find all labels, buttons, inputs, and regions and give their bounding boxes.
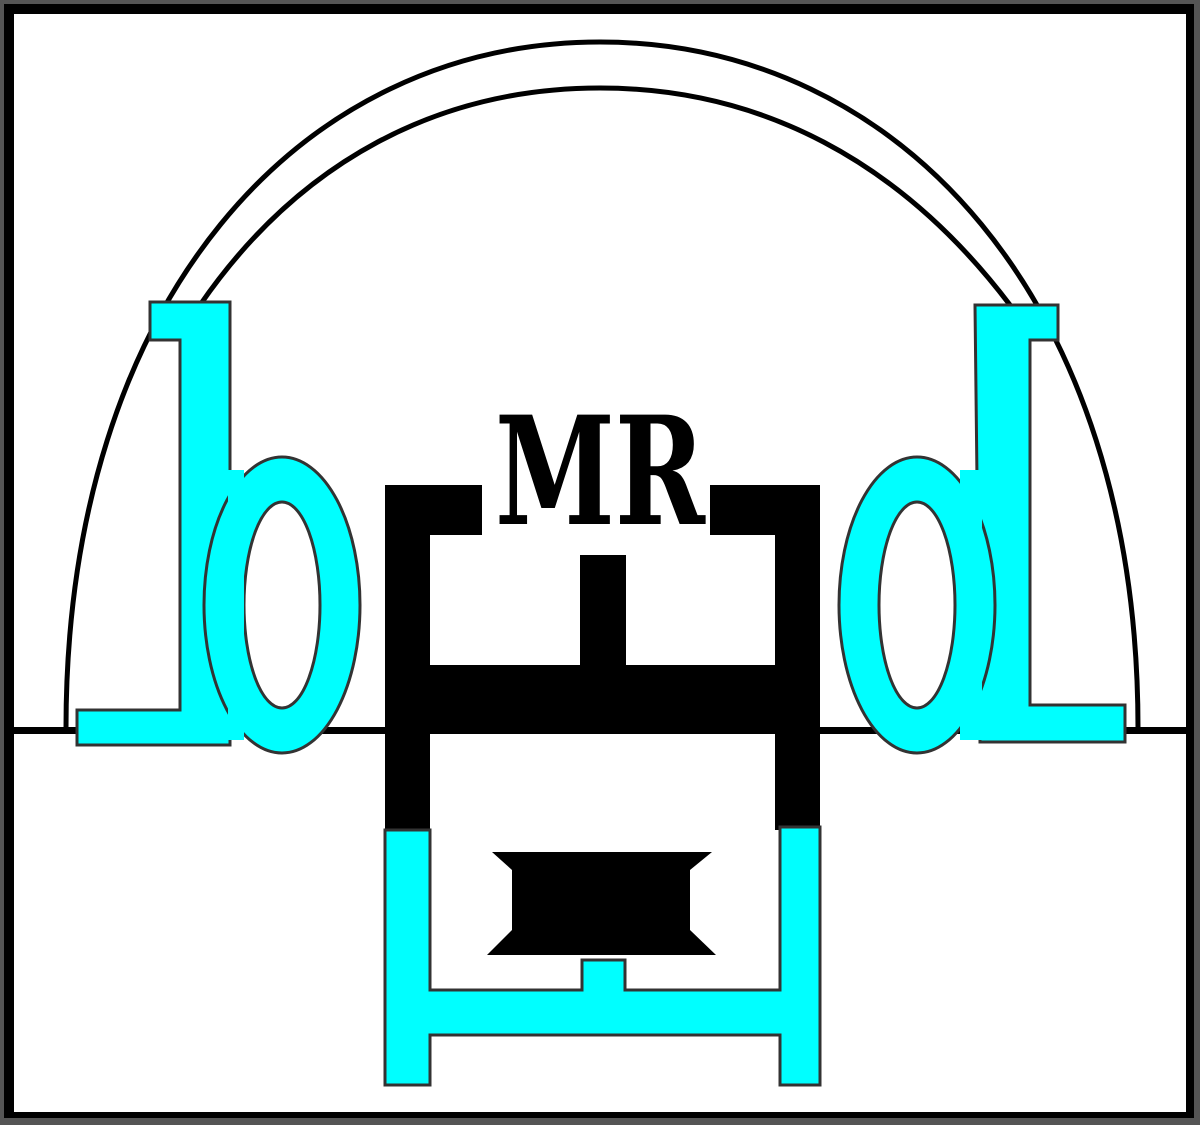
double-arc-icon	[63, 39, 1141, 729]
letter-b-icon	[75, 300, 362, 755]
monogram-text: MR	[495, 384, 706, 560]
outer-arc	[63, 39, 1141, 729]
letter-d-icon	[837, 303, 1127, 755]
bed-frame-icon	[385, 485, 820, 830]
spool-icon	[487, 852, 716, 955]
lower-h-icon	[383, 825, 822, 1087]
inner-arc	[197, 85, 1012, 307]
